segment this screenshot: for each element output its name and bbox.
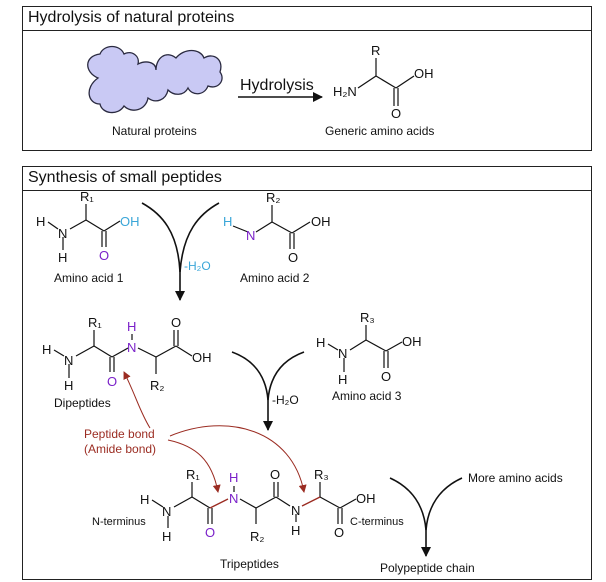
protein-caption: Natural proteins — [112, 124, 197, 138]
hydrolysis-arrow-label: Hydrolysis — [240, 77, 314, 94]
generic-amino-acid — [357, 58, 415, 106]
tripeptide-h-bottom: H — [162, 529, 171, 544]
dipeptide-oh: OH — [192, 350, 212, 365]
tripeptide-n: N — [162, 504, 171, 519]
tripeptide-o1: O — [205, 525, 215, 540]
protein-blob-icon — [87, 45, 223, 114]
generic-oh-label: OH — [414, 66, 434, 81]
aa2-r2: R₂ — [266, 190, 280, 205]
tripeptide-amide1-h: H — [229, 470, 238, 485]
tripeptide-amide1-n: N — [229, 491, 238, 506]
merge-arrow-3 — [389, 477, 463, 531]
aa1-bonds — [47, 204, 121, 250]
aa3-bonds — [327, 325, 403, 372]
tripeptide-caption: Tripeptides — [220, 557, 279, 571]
dipeptide-r1: R₁ — [88, 315, 102, 330]
dipeptide-o-acid: O — [171, 315, 181, 330]
generic-r-label: R — [371, 43, 380, 58]
dipeptide-amide-n: N — [127, 340, 136, 355]
aa3-o: O — [381, 369, 391, 384]
synthesis-panel-title: Synthesis of small peptides — [23, 167, 591, 191]
water-loss-1: -H₂O — [184, 259, 211, 273]
dipeptide-o-amide: O — [107, 374, 117, 389]
generic-o-label: O — [391, 106, 401, 121]
polypeptide-label: Polypeptide chain — [380, 561, 475, 575]
dipeptide-n: N — [64, 353, 73, 368]
c-terminus-label: C-terminus — [350, 516, 404, 528]
more-amino-acids-label: More amino acids — [468, 471, 563, 485]
aa1-h-top: H — [36, 214, 45, 229]
dipeptide-caption: Dipeptides — [54, 396, 111, 410]
aa3-h: H — [316, 335, 325, 350]
dipeptide-h-top: H — [42, 342, 51, 357]
tripeptide-o2: O — [270, 467, 280, 482]
peptide-bond-pointer-1 — [123, 371, 151, 429]
aa2-h: H — [223, 214, 232, 229]
tripeptide-r1: R₁ — [186, 467, 200, 482]
aa1-oh: OH — [120, 214, 140, 229]
tripeptide-amide2-h: H — [291, 523, 300, 538]
aa2-o: O — [288, 250, 298, 265]
dipeptide-h-bottom: H — [64, 378, 73, 393]
aa2-bonds — [232, 205, 311, 249]
tripeptide-oh: OH — [356, 491, 376, 506]
generic-caption: Generic amino acids — [325, 124, 434, 138]
aa3-n: N — [338, 346, 347, 361]
tripeptide-o3: O — [334, 525, 344, 540]
aa1-h-bottom: H — [58, 250, 67, 265]
tripeptide-h-top: H — [140, 492, 149, 507]
aa1-r1: R₁ — [80, 189, 94, 204]
peptide-bond-pointer-3 — [169, 425, 307, 493]
aa3-h-bottom: H — [338, 372, 347, 387]
tripeptide-bonds — [151, 482, 357, 528]
aa2-n: N — [246, 228, 255, 243]
generic-amine-label: H₂N — [333, 84, 357, 99]
aa2-oh: OH — [311, 214, 331, 229]
tripeptide-peptide-bonds — [209, 496, 321, 509]
peptide-bond-pointer-2 — [167, 439, 221, 493]
tripeptide-r3: R₃ — [314, 467, 329, 482]
aa3-oh: OH — [402, 334, 422, 349]
aa1-o: O — [99, 248, 109, 263]
peptide-bond-label: Peptide bond — [84, 427, 155, 441]
aa1-n: N — [58, 226, 67, 241]
merge-arrow-2 — [231, 351, 305, 401]
water-loss-2: -H₂O — [272, 393, 299, 407]
tripeptide-amide2-n: N — [291, 503, 300, 518]
dipeptide-amide-h: H — [127, 319, 136, 334]
dipeptide-r2: R₂ — [150, 378, 164, 393]
aa1-caption: Amino acid 1 — [54, 271, 124, 285]
tripeptide-r2: R₂ — [250, 529, 264, 544]
hydrolysis-panel-title: Hydrolysis of natural proteins — [23, 7, 591, 31]
aa3-r3: R₃ — [360, 310, 375, 325]
merge-arrow-1 — [141, 202, 220, 273]
amide-bond-label: (Amide bond) — [84, 442, 156, 456]
n-terminus-label: N-terminus — [92, 516, 146, 528]
aa3-caption: Amino acid 3 — [332, 389, 402, 403]
aa2-caption: Amino acid 2 — [240, 271, 310, 285]
dipeptide-bonds — [53, 330, 193, 378]
synthesis-panel: Synthesis of small peptides — [22, 166, 592, 580]
